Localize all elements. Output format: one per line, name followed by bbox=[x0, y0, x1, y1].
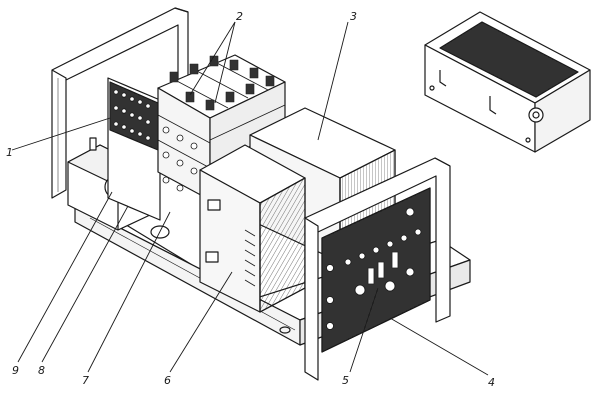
callout-1: 1 bbox=[6, 146, 13, 159]
callout-9: 9 bbox=[12, 364, 19, 377]
leader-lines bbox=[11, 21, 489, 376]
callout-7: 7 bbox=[82, 374, 89, 387]
callout-2: 2 bbox=[236, 10, 243, 23]
circuit-board bbox=[321, 187, 431, 353]
callout-labels: 1 2 3 4 5 6 7 8 9 bbox=[6, 10, 495, 389]
callout-3: 3 bbox=[350, 10, 357, 23]
front-frame bbox=[304, 157, 451, 381]
callout-8: 8 bbox=[38, 364, 45, 377]
callout-5: 5 bbox=[342, 374, 349, 387]
callout-6: 6 bbox=[164, 374, 171, 387]
rear-frame bbox=[51, 7, 189, 199]
callout-4: 4 bbox=[488, 376, 495, 389]
assembled-housing bbox=[424, 11, 591, 153]
capacitor-block bbox=[199, 144, 306, 313]
terminal-strip bbox=[107, 77, 161, 221]
